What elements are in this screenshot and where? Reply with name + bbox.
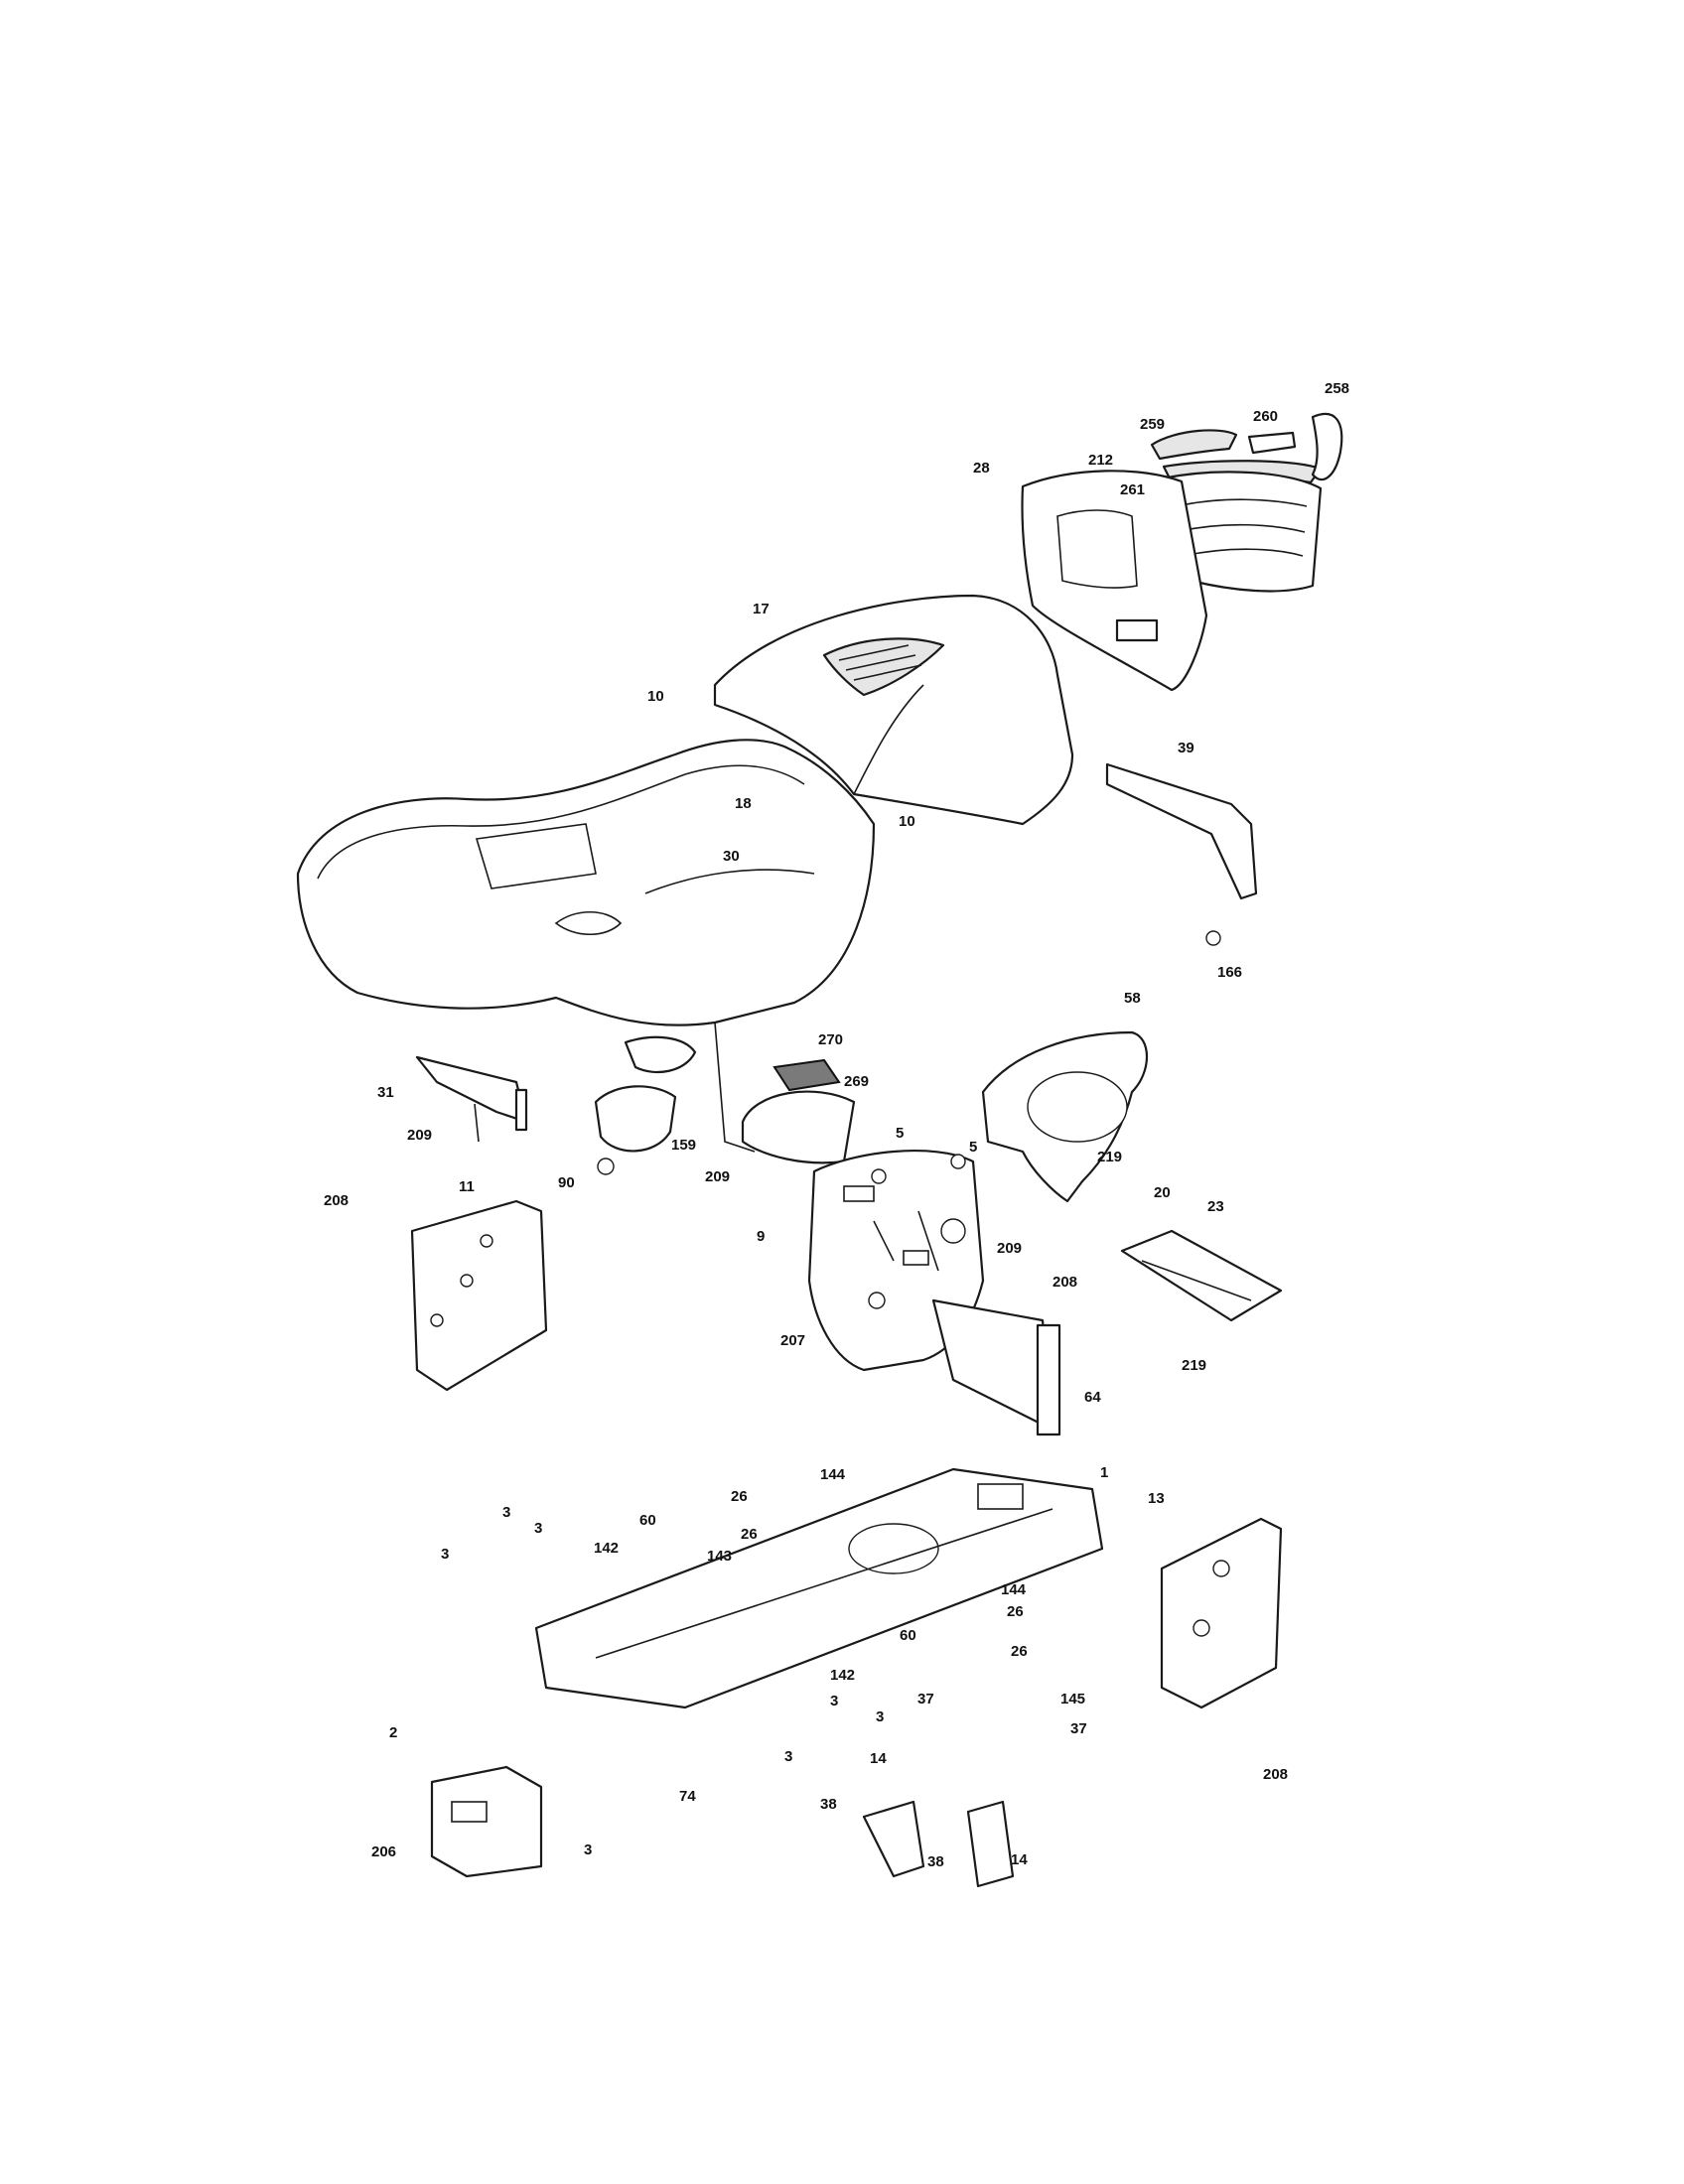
fender-seat-pan (296, 739, 876, 1153)
callout-5a: 5 (896, 1125, 904, 1142)
callout-39: 39 (1178, 740, 1194, 756)
hood-front-group (1021, 412, 1343, 692)
callout-208c: 208 (1263, 1766, 1288, 1783)
callout-58: 58 (1124, 990, 1141, 1007)
side-panel-11 (410, 1199, 548, 1392)
callout-90: 90 (558, 1174, 575, 1191)
callout-23: 23 (1207, 1198, 1224, 1215)
callout-258: 258 (1325, 380, 1349, 397)
callout-166: 166 (1217, 964, 1242, 981)
callout-37a: 37 (917, 1691, 934, 1707)
callout-20: 20 (1154, 1184, 1171, 1201)
callout-1: 1 (1100, 1464, 1108, 1481)
callout-3f: 3 (784, 1748, 792, 1765)
callout-26d: 26 (1011, 1643, 1028, 1660)
bracket-20 (1120, 1229, 1283, 1322)
callout-13: 13 (1148, 1490, 1165, 1507)
callout-26a: 26 (731, 1488, 748, 1505)
callout-64: 64 (1084, 1389, 1101, 1406)
callout-28: 28 (973, 460, 990, 477)
callout-60a: 60 (639, 1512, 656, 1529)
callout-259: 259 (1140, 416, 1165, 433)
callout-3g: 3 (584, 1842, 592, 1858)
callout-219b: 219 (1182, 1357, 1206, 1374)
bumper-58 (981, 1030, 1149, 1203)
callout-17: 17 (753, 601, 770, 617)
bracket-64 (931, 1298, 1061, 1436)
callout-159: 159 (671, 1137, 696, 1154)
callout-5b: 5 (969, 1139, 977, 1156)
callout-9: 9 (757, 1228, 765, 1245)
brackets-38 (862, 1800, 1015, 1888)
callout-26c: 26 (1007, 1603, 1024, 1620)
callout-209a: 209 (407, 1127, 432, 1144)
callout-206: 206 (371, 1843, 396, 1860)
bracket-39 (1105, 762, 1258, 946)
front-bracket-2 (430, 1765, 543, 1878)
callout-38a: 38 (820, 1796, 837, 1813)
callout-260: 260 (1253, 408, 1278, 425)
callout-11: 11 (459, 1178, 475, 1195)
callout-38b: 38 (927, 1853, 944, 1870)
cup-holder-159 (594, 1085, 677, 1175)
callout-142b: 142 (830, 1667, 855, 1684)
callout-145: 145 (1060, 1691, 1085, 1707)
callout-209c: 209 (997, 1240, 1022, 1257)
callout-269: 269 (844, 1073, 869, 1090)
callout-18: 18 (735, 795, 752, 812)
frame-1 (534, 1467, 1104, 1709)
dash-cover (741, 1058, 856, 1164)
callout-14b: 14 (1011, 1851, 1028, 1868)
callout-10a: 10 (647, 688, 664, 705)
callout-209b: 209 (705, 1168, 730, 1185)
callout-labels: 259 260 258 212 28 261 17 10 18 10 30 39… (324, 380, 1349, 1870)
callout-143: 143 (707, 1548, 732, 1565)
callout-212: 212 (1088, 452, 1113, 469)
side-panel-13 (1160, 1517, 1283, 1709)
callout-26b: 26 (741, 1526, 758, 1543)
callout-14a: 14 (870, 1750, 887, 1767)
callout-270: 270 (818, 1031, 843, 1048)
callout-37b: 37 (1070, 1720, 1087, 1737)
callout-261: 261 (1120, 481, 1145, 498)
callout-207: 207 (780, 1332, 805, 1349)
callout-3c: 3 (441, 1546, 449, 1563)
callout-74: 74 (679, 1788, 696, 1805)
callout-10b: 10 (899, 813, 915, 830)
callout-2: 2 (389, 1724, 397, 1741)
callout-3a: 3 (502, 1504, 510, 1521)
callout-144a: 144 (820, 1466, 846, 1483)
callout-3e: 3 (876, 1708, 884, 1725)
bracket-31 (415, 1055, 528, 1143)
callout-31: 31 (377, 1084, 394, 1101)
callout-30: 30 (723, 848, 740, 865)
callout-144b: 144 (1001, 1581, 1027, 1598)
callout-208a: 208 (1052, 1274, 1077, 1291)
hood-main (713, 594, 1074, 826)
callout-60b: 60 (900, 1627, 916, 1644)
callout-3d: 3 (830, 1693, 838, 1709)
callout-3b: 3 (534, 1520, 542, 1537)
callout-142a: 142 (594, 1540, 619, 1557)
callout-208b: 208 (324, 1192, 349, 1209)
callout-219a: 219 (1097, 1149, 1122, 1165)
